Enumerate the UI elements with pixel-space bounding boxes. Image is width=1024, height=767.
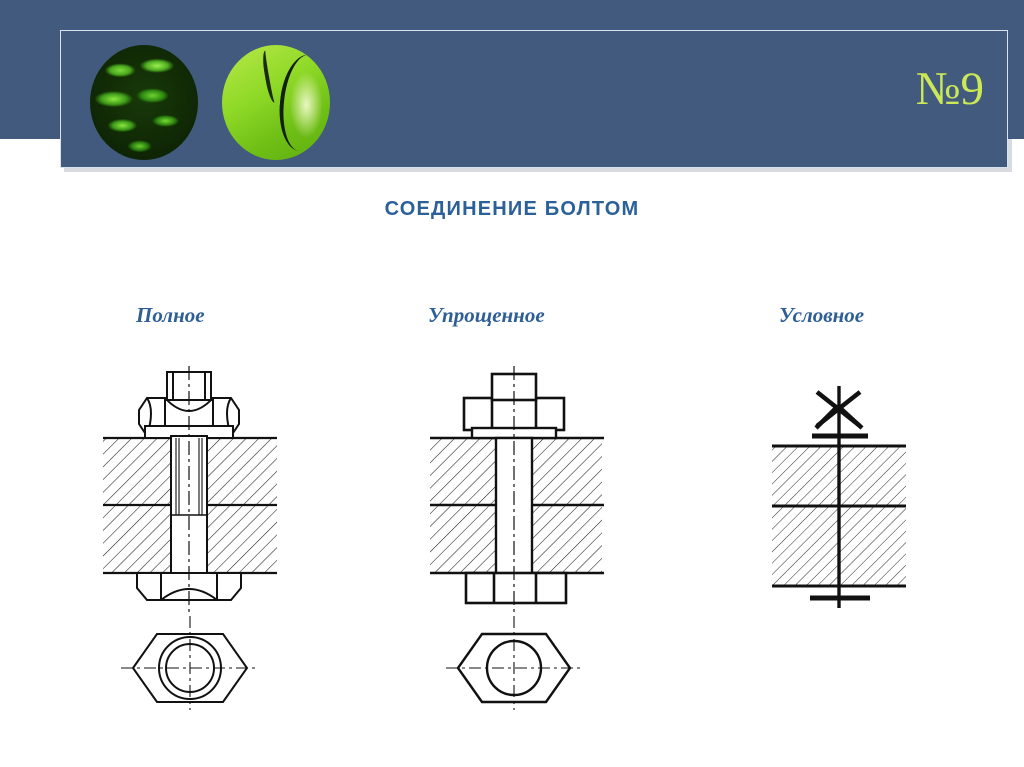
simplified-bolt-assembly-drawing (418, 360, 618, 710)
column-label-conventional: Условное (779, 303, 865, 327)
plate-hatching (772, 446, 906, 586)
slide-number: №9 (915, 63, 984, 115)
conventional-bolt-symbol-drawing (750, 370, 940, 620)
bolt-head-rectangle (464, 571, 568, 605)
full-bolt-assembly-drawing (95, 360, 295, 710)
header-decoration-images (90, 45, 330, 160)
thread-lines (175, 438, 203, 515)
column-label-simplified: Упрощенное (428, 303, 545, 327)
bottom-view (446, 616, 584, 710)
bright-green-pod-image (222, 45, 330, 160)
column-label-full: Полное (136, 303, 205, 327)
dark-green-pods-image (90, 45, 198, 160)
bottom-view (121, 616, 259, 710)
page-title: СОЕДИНЕНИЕ БОЛТОМ (384, 198, 640, 220)
header-inner-frame (60, 30, 1008, 168)
bottom-view-centerlines (446, 616, 584, 710)
bottom-view-centerlines (121, 616, 259, 710)
